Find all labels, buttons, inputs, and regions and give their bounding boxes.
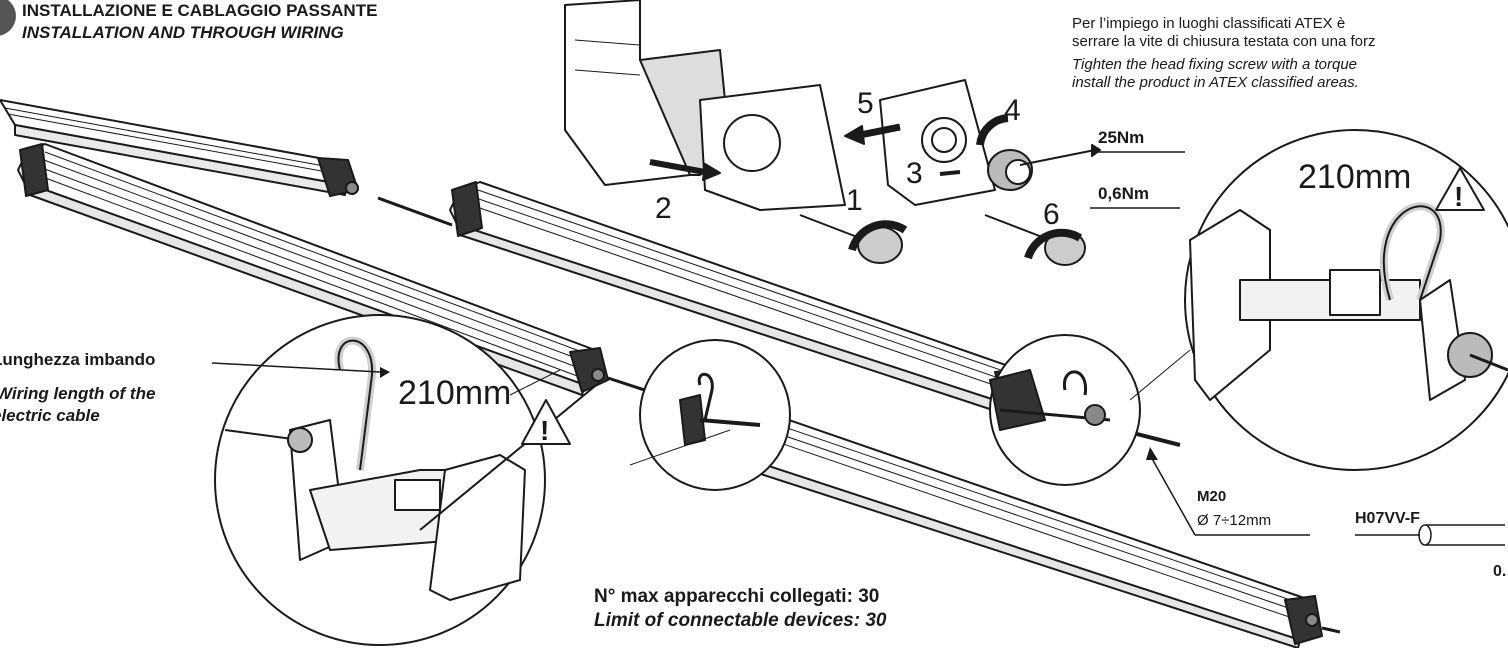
exploded-head-view [564,0,1101,266]
wiring-length-value-right: 210mm [1298,158,1412,196]
warning-triangle-right [1435,167,1485,211]
atex-note-en-line1: Tighten the head fixing screw with a tor… [1072,56,1358,73]
detail-leader [629,429,731,466]
step-number-5: 5 [857,87,874,120]
device-limit-en: Limit of connectable devices: 30 [594,610,887,631]
atex-note-en-line2: install the product in ATEX classified a… [1072,74,1359,91]
warning-glyph-right: ! [1454,181,1463,212]
detail-circle-middle [639,339,791,491]
cable-section-partial: 0. [1493,563,1507,580]
wiring-length-en-line1: Wiring length of the [0,384,156,403]
detail-circle-right-small [989,334,1141,486]
fixture-d [724,409,1323,648]
gland-leader [1149,454,1196,536]
header-title-it: INSTALLAZIONE E CABLAGGIO PASSANTE [22,1,378,20]
step-number-2: 2 [655,192,672,225]
wiring-length-en-line2: electric cable [0,406,100,425]
torque-label-gland: 25Nm [1098,128,1145,147]
warning-glyph-left: ! [540,415,549,446]
detail-leader [419,381,601,531]
step-number-3: 3 [906,157,923,190]
torque-label-screw: 0,6Nm [1098,184,1150,203]
detail-circle-right-large [1184,129,1508,471]
gland-spec-range: Ø 7÷12mm [1197,512,1272,529]
detail-circle-left [214,314,546,646]
step-number-1: 1 [846,184,863,217]
cable-segment [1321,626,1341,634]
header-title-en: INSTALLATION AND THROUGH WIRING [22,23,344,42]
wiring-length-value-left: 210mm [398,374,512,412]
step-number-4: 4 [1004,94,1021,127]
atex-note-it-line1: Per l’impiego in luoghi classificati ATE… [1072,15,1346,32]
cable-segment [377,196,453,227]
detail-leader [1129,349,1191,401]
fixture-a [0,99,359,197]
detail-leader [509,369,561,396]
device-limit-it: N° max apparecchi collegati: 30 [594,586,880,607]
cable-section-icon [1418,524,1505,546]
gland-spec-name: M20 [1197,488,1227,505]
cable-type: H07VV-F [1355,510,1420,527]
warning-triangle-left [521,399,571,445]
wiring-length-it: Lunghezza imbando [0,350,156,369]
wiring-leader [211,362,381,373]
atex-note-it-line2: serrare la vite di chiusura testata con … [1072,33,1376,50]
step-number-6: 6 [1043,198,1060,231]
section-number-badge [0,0,16,36]
